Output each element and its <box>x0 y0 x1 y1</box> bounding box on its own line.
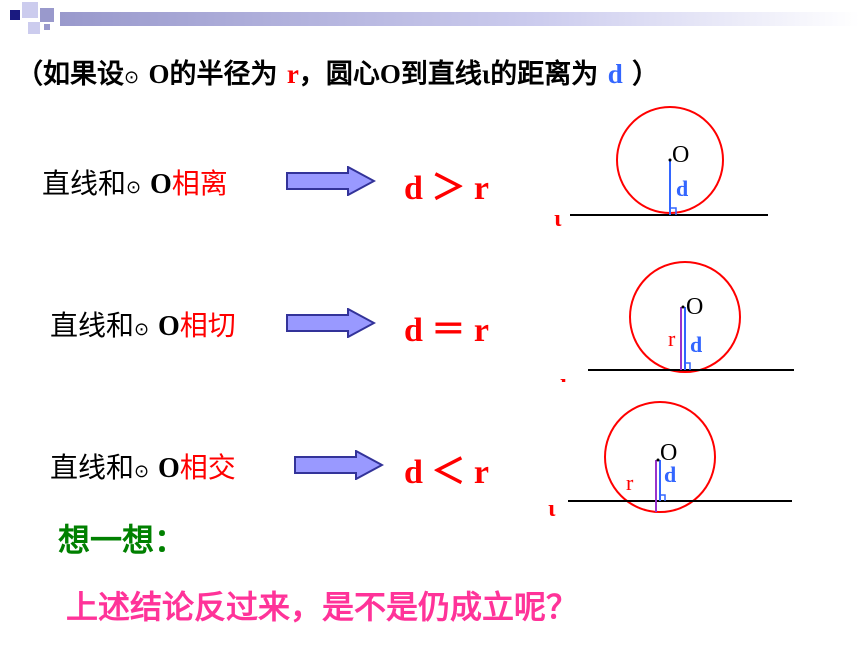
corner-square-dark-2 <box>44 24 50 30</box>
relation-tangent: 相切 <box>179 309 236 342</box>
row-separate-label: 直线和⊙ O相离 <box>42 167 228 200</box>
question-text: 上述结论反过来，是不是仍成立呢？ <box>66 588 579 626</box>
formula-separate: d ＞ r <box>404 170 489 207</box>
circle <box>604 401 716 513</box>
arrow-right-icon <box>286 166 376 196</box>
center-label: O <box>672 142 689 168</box>
relation-intersect: 相交 <box>179 451 236 484</box>
arrow-right-icon <box>286 308 376 338</box>
r-label: r <box>626 470 634 495</box>
line-label: ι <box>548 496 556 522</box>
diagram-intersect: O r d ι <box>548 401 792 522</box>
d-label: d <box>664 462 676 487</box>
r-label: r <box>668 326 676 351</box>
center-dot <box>668 158 672 162</box>
corner-square-dark <box>10 10 20 20</box>
intro-mid-1: 的半径为 <box>169 59 287 90</box>
corner-square-light-2 <box>28 22 40 34</box>
center-label-2: O <box>379 59 401 89</box>
center-label: O <box>148 59 170 89</box>
d-label: d <box>690 332 702 357</box>
line-symbol: ι <box>481 59 491 89</box>
circle <box>629 261 741 373</box>
center-dot <box>681 305 685 309</box>
center-label: O <box>660 440 677 466</box>
circle-symbol: ⊙ <box>126 177 142 198</box>
intro-suffix: ） <box>622 59 660 90</box>
intro-mid-2: ，圆心 <box>298 59 380 90</box>
circle-symbol: ⊙ <box>134 461 150 482</box>
right-angle-mark <box>685 362 691 370</box>
line-label: ι <box>554 206 562 232</box>
intro-prefix: （如果设 <box>16 59 124 90</box>
header-decoration <box>10 2 860 34</box>
formula-intersect: d ＜ r <box>404 454 489 491</box>
row-tangent-label: 直线和⊙ O相切 <box>50 309 236 342</box>
right-angle-mark <box>670 207 677 215</box>
center-label: O <box>686 294 703 320</box>
line-label: ι <box>560 370 568 382</box>
center-dot <box>656 458 660 462</box>
radius-symbol: r <box>286 59 299 89</box>
intro-mid-4: 的距离为 <box>490 59 608 90</box>
d-label: d <box>676 176 688 201</box>
think-heading: 想一想： <box>58 521 187 559</box>
right-angle-mark <box>660 494 666 501</box>
corner-square-mid <box>22 2 38 18</box>
row-intersect-label: 直线和⊙ O相交 <box>50 451 236 484</box>
diagram-tangent: O r d ι <box>560 261 794 382</box>
header-band <box>60 12 860 26</box>
circle-symbol: ⊙ <box>124 67 140 88</box>
circle-symbol: ⊙ <box>134 319 150 340</box>
intro-mid-3: 到直线 <box>400 59 482 90</box>
relation-separate: 相离 <box>171 167 228 200</box>
diagram-separate: O d ι <box>554 106 768 232</box>
corner-square-light <box>40 8 54 22</box>
formula-tangent: d ＝ r <box>404 312 489 349</box>
intro-text: （如果设⊙ O的半径为 r，圆心O到直线ι的距离为 d ） <box>16 52 659 91</box>
arrow-right-icon <box>294 450 384 480</box>
distance-symbol: d <box>607 59 623 89</box>
